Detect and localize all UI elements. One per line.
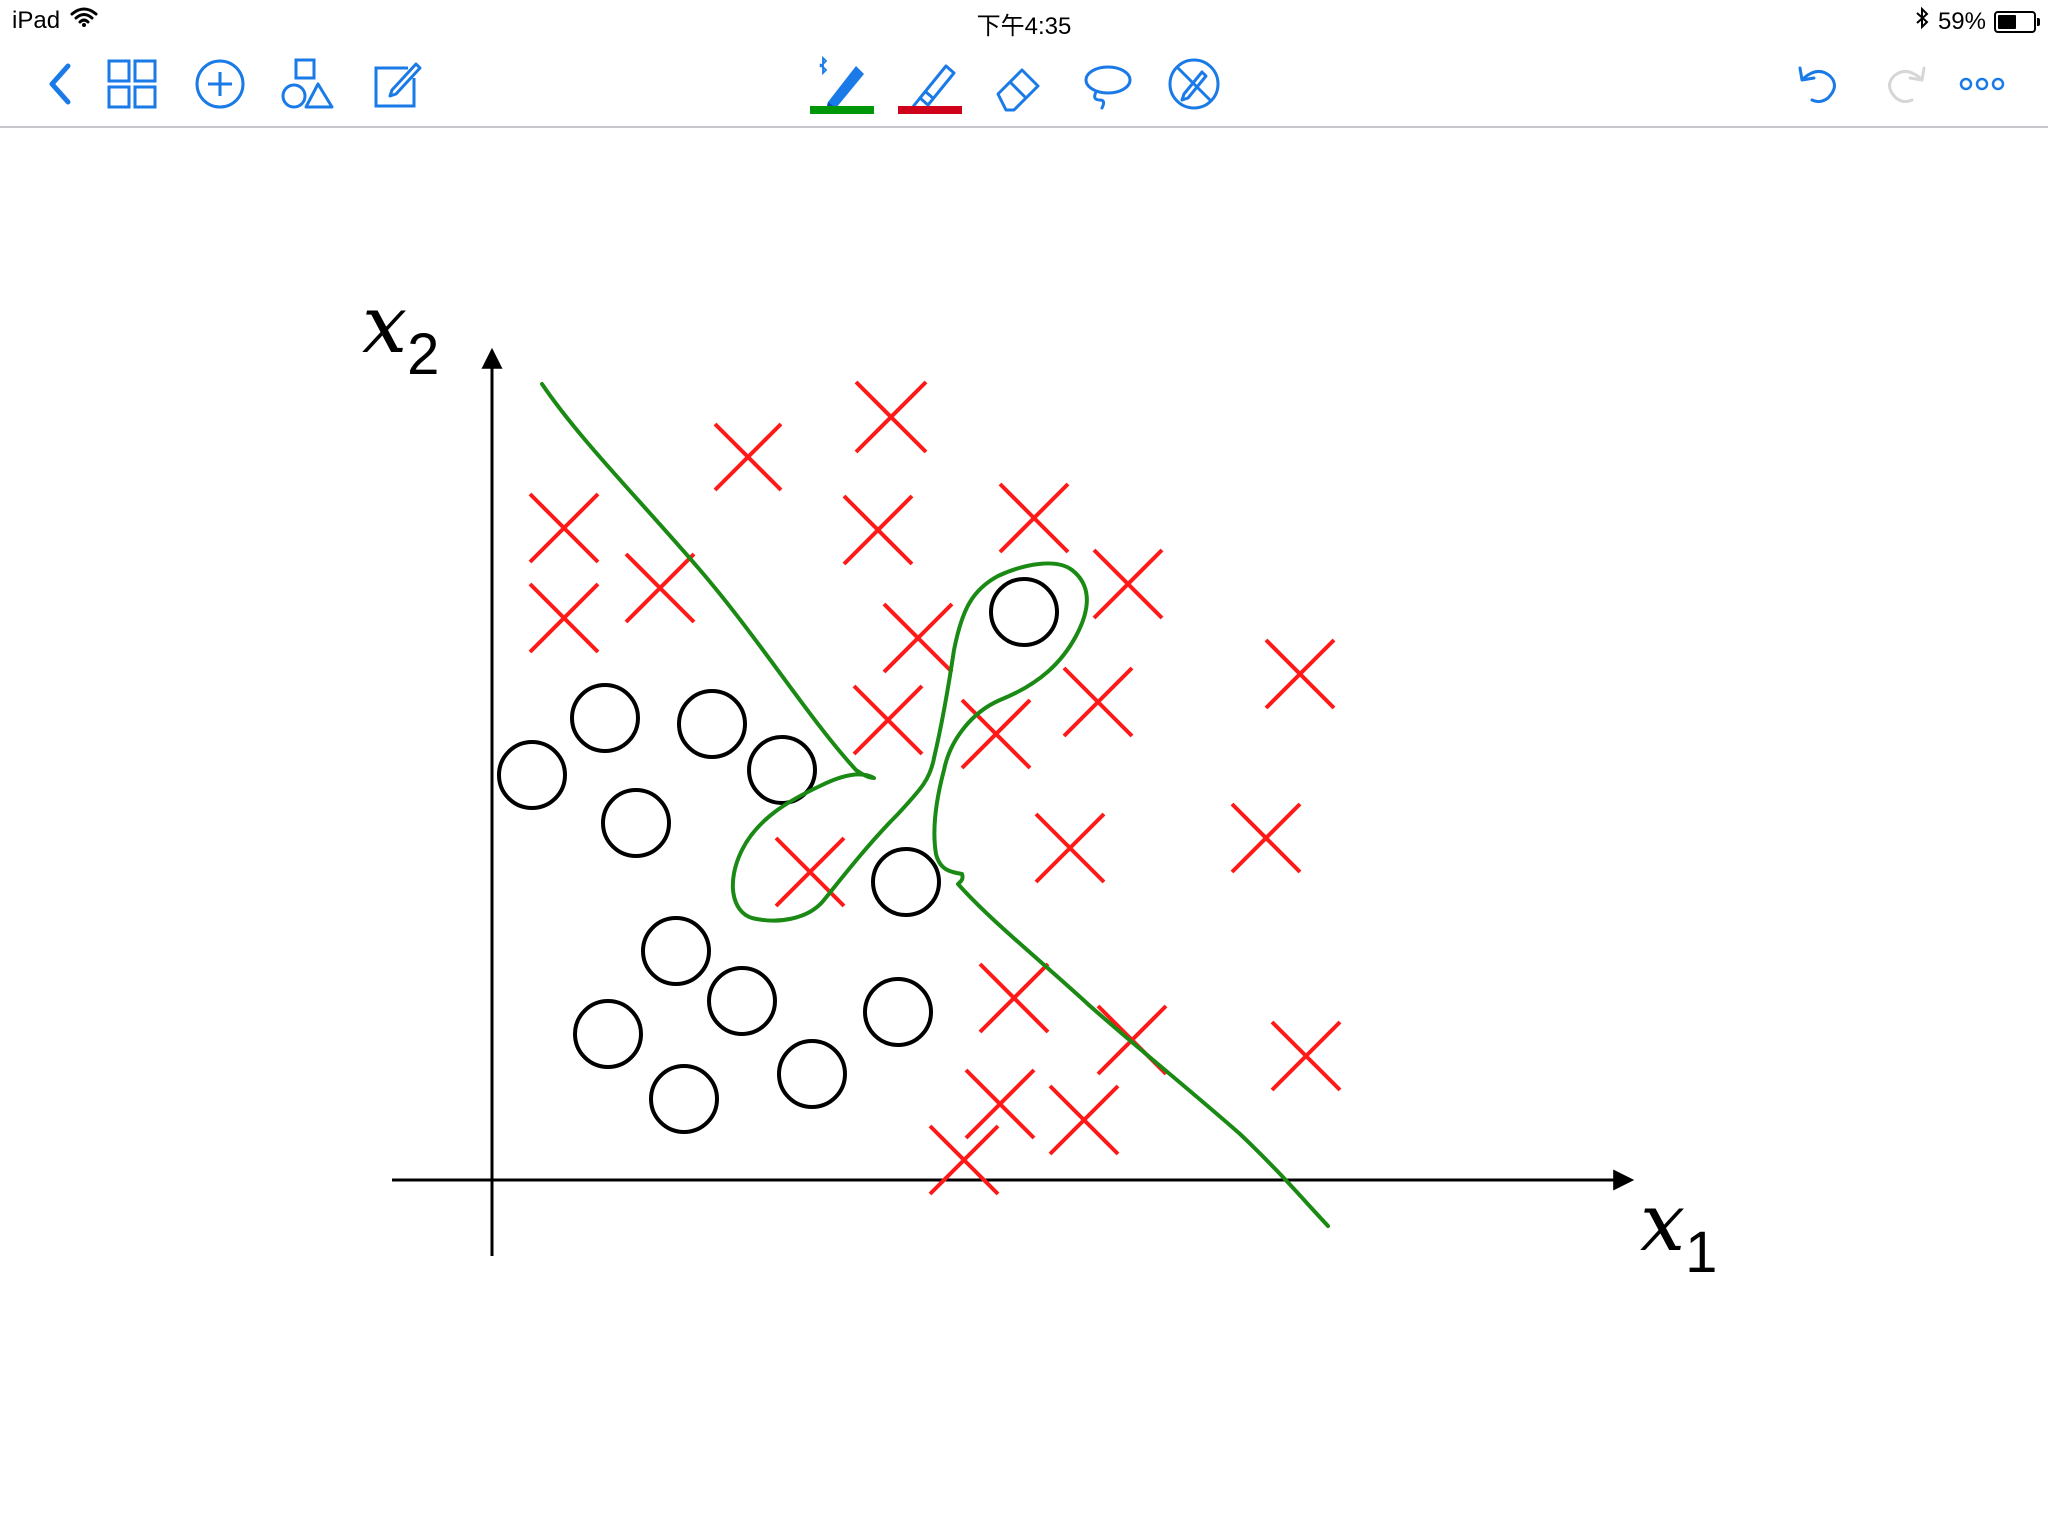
circle-marker bbox=[777, 1039, 847, 1109]
cross-marker bbox=[528, 492, 600, 564]
circle-marker bbox=[989, 577, 1059, 647]
lasso-tool-button[interactable] bbox=[1074, 52, 1138, 116]
edit-note-icon bbox=[374, 62, 422, 108]
ink-stroke-decision-boundary bbox=[540, 382, 1330, 1228]
circle-marker bbox=[573, 999, 643, 1069]
wifi-icon bbox=[70, 6, 98, 35]
cross-marker bbox=[978, 962, 1050, 1034]
circle-marker bbox=[570, 683, 640, 753]
circles-group bbox=[497, 577, 1059, 1134]
battery-percent: 59% bbox=[1937, 7, 1986, 35]
cross-marker bbox=[713, 422, 783, 492]
circle-marker bbox=[677, 689, 747, 759]
circle-marker bbox=[649, 1064, 719, 1134]
cross-marker bbox=[1230, 802, 1302, 874]
scatter-figure: x1 x2 bbox=[362, 278, 1717, 1285]
pen-tool-button[interactable] bbox=[810, 52, 874, 116]
cross-marker bbox=[528, 582, 600, 654]
lasso-icon bbox=[1084, 65, 1132, 110]
more-button[interactable] bbox=[1950, 52, 2014, 116]
highlighter-tool-button[interactable] bbox=[898, 52, 962, 116]
pen-color-indicator bbox=[810, 106, 874, 114]
y-axis-var: x bbox=[362, 278, 407, 371]
cross-marker bbox=[852, 684, 924, 756]
y-axis-label: x2 bbox=[362, 278, 439, 387]
more-icon bbox=[1959, 77, 2005, 91]
crosses-group bbox=[528, 380, 1342, 1196]
bluetooth-pen-icon bbox=[819, 56, 864, 110]
circle-marker bbox=[863, 977, 933, 1047]
circle-marker bbox=[871, 847, 941, 917]
undo-button[interactable] bbox=[1786, 52, 1850, 116]
pen-off-button[interactable] bbox=[1162, 52, 1226, 116]
y-axis-subscript: 2 bbox=[407, 322, 439, 387]
bluetooth-icon bbox=[1914, 6, 1930, 37]
back-button[interactable] bbox=[28, 52, 92, 116]
circle-marker bbox=[747, 735, 817, 805]
circle-marker bbox=[497, 740, 567, 810]
grid-pages-icon bbox=[107, 59, 157, 109]
cross-marker bbox=[854, 380, 928, 454]
eraser-icon bbox=[996, 68, 1040, 112]
circle-marker bbox=[641, 916, 711, 986]
add-circle-icon bbox=[195, 59, 245, 109]
note-canvas[interactable]: x1 x2 bbox=[0, 128, 2048, 1536]
status-right: 59% bbox=[1914, 6, 2040, 37]
device-name: iPad bbox=[12, 6, 61, 34]
circle-marker bbox=[601, 788, 671, 858]
shapes-button[interactable] bbox=[276, 52, 340, 116]
highlighter-icon bbox=[910, 64, 956, 110]
battery-fill bbox=[1998, 14, 2016, 29]
cross-marker bbox=[928, 1124, 1000, 1196]
status-left: iPad bbox=[12, 6, 98, 35]
add-button[interactable] bbox=[188, 52, 252, 116]
pages-grid-button[interactable] bbox=[100, 52, 164, 116]
cross-marker bbox=[998, 482, 1070, 554]
cross-marker bbox=[624, 552, 696, 624]
toolbar bbox=[0, 42, 2048, 128]
cross-marker bbox=[842, 494, 914, 566]
cross-marker bbox=[964, 1068, 1036, 1140]
compose-button[interactable] bbox=[364, 52, 428, 116]
pen-off-icon bbox=[1168, 58, 1220, 110]
cross-marker bbox=[1048, 1084, 1120, 1156]
status-time: 下午4:35 bbox=[976, 13, 1072, 40]
cross-marker bbox=[774, 836, 846, 908]
cross-marker bbox=[1264, 638, 1336, 710]
undo-icon bbox=[1798, 66, 1836, 104]
cross-marker bbox=[1062, 666, 1134, 738]
highlighter-color-indicator bbox=[898, 106, 962, 114]
x-axis-subscript: 1 bbox=[1685, 1220, 1717, 1285]
cross-marker bbox=[1270, 1020, 1342, 1092]
x-axis-var: x bbox=[1640, 1176, 1685, 1269]
battery-icon bbox=[1994, 10, 2040, 33]
x-axis-label: x1 bbox=[1640, 1176, 1717, 1285]
cross-marker bbox=[882, 602, 954, 674]
back-chevron-icon bbox=[49, 63, 71, 105]
cross-marker bbox=[1092, 548, 1164, 620]
eraser-tool-button[interactable] bbox=[986, 52, 1050, 116]
shapes-icon bbox=[281, 58, 334, 109]
redo-icon bbox=[1888, 66, 1926, 104]
cross-marker bbox=[960, 698, 1032, 770]
status-bar: iPad 下午4:35 59% bbox=[0, 0, 2048, 42]
redo-button[interactable] bbox=[1874, 52, 1938, 116]
circle-marker bbox=[707, 966, 777, 1036]
cross-marker bbox=[1034, 812, 1106, 884]
